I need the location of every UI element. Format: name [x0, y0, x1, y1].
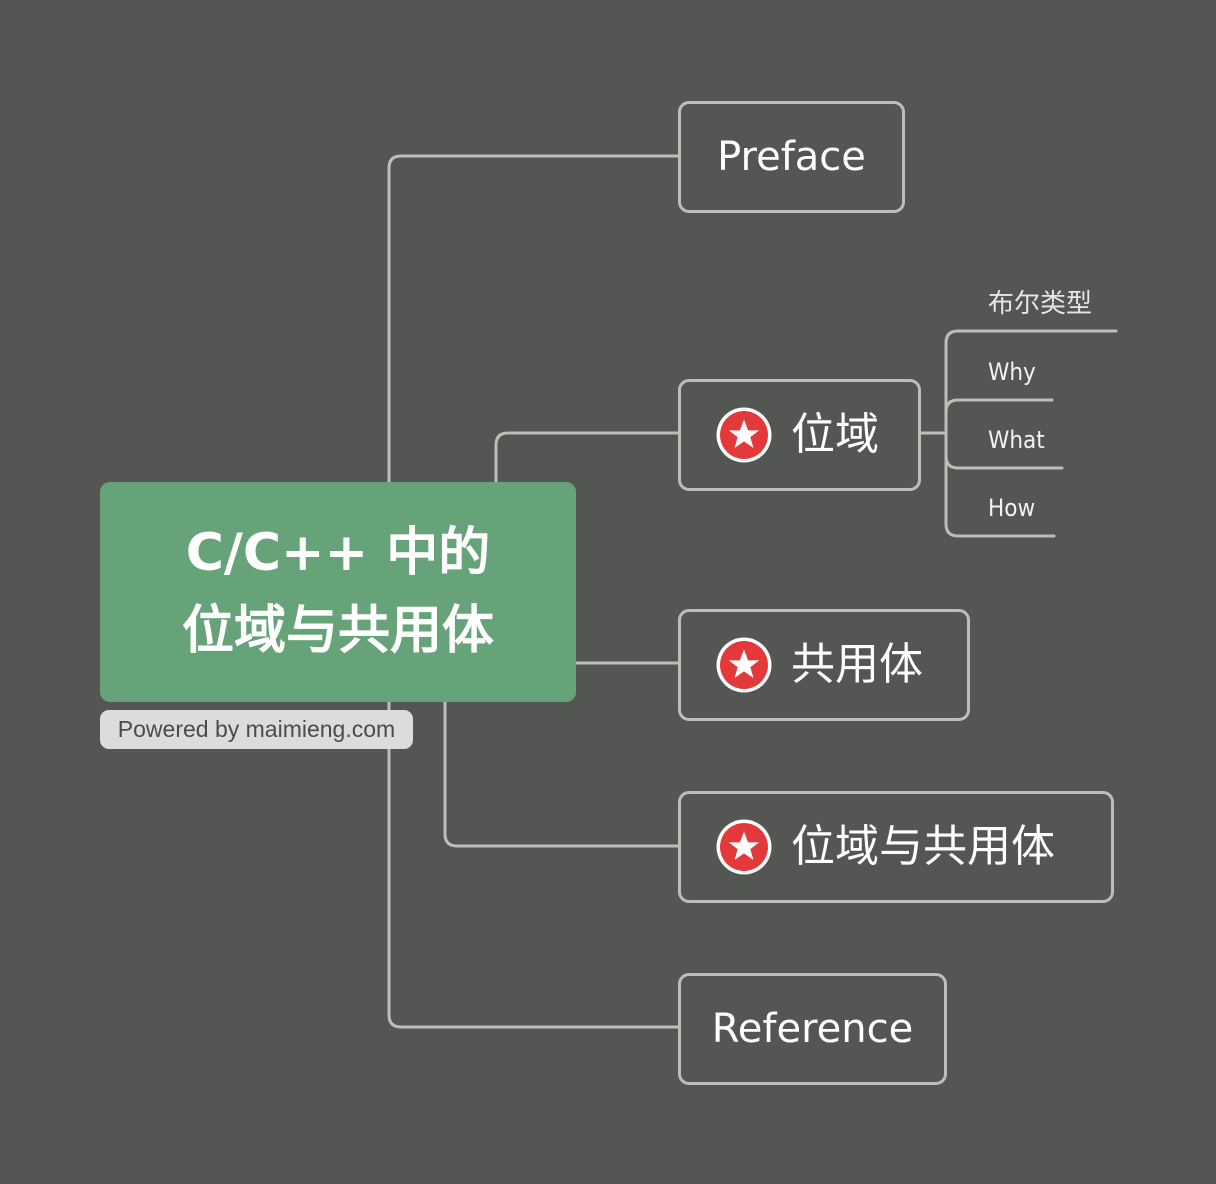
topic-preface-label: Preface [717, 134, 866, 180]
topic-bitfield-label: 位域 [791, 409, 879, 460]
root-title-line-2: 位域与共用体 [181, 601, 494, 661]
subtopic-what[interactable]: What [988, 426, 1045, 454]
subtopic-bool-type[interactable]: 布尔类型 [988, 289, 1093, 319]
topic-union-label: 共用体 [791, 639, 923, 690]
connector-reference [387, 700, 680, 1029]
subtopic-why[interactable]: Why [988, 358, 1036, 386]
watermark-label: Powered by maimieng.com [100, 710, 413, 749]
connector-child-why [944, 398, 1054, 414]
topic-union[interactable]: 共用体 [678, 609, 970, 721]
topic-reference[interactable]: Reference [678, 973, 947, 1085]
topic-preface[interactable]: Preface [678, 101, 905, 213]
topic-bitfield[interactable]: 位域 [678, 379, 921, 491]
root-title-line-1: C/C++ 中的 [185, 523, 491, 583]
topic-bitfield-union[interactable]: 位域与共用体 [678, 791, 1114, 903]
root-topic[interactable]: C/C++ 中的 位域与共用体 [100, 482, 576, 702]
connector-preface [387, 154, 680, 484]
star-badge-icon [715, 636, 773, 694]
connector-child-bool [944, 329, 1118, 435]
topic-reference-label: Reference [711, 1006, 914, 1052]
connector-child-how [944, 431, 1056, 538]
star-badge-icon [715, 406, 773, 464]
subtopic-how[interactable]: How [988, 494, 1036, 522]
star-badge-icon [715, 818, 773, 876]
connector-bitfield-union [443, 700, 680, 848]
connector-bitfield [494, 431, 680, 484]
topic-bitfield-union-label: 位域与共用体 [791, 821, 1055, 872]
